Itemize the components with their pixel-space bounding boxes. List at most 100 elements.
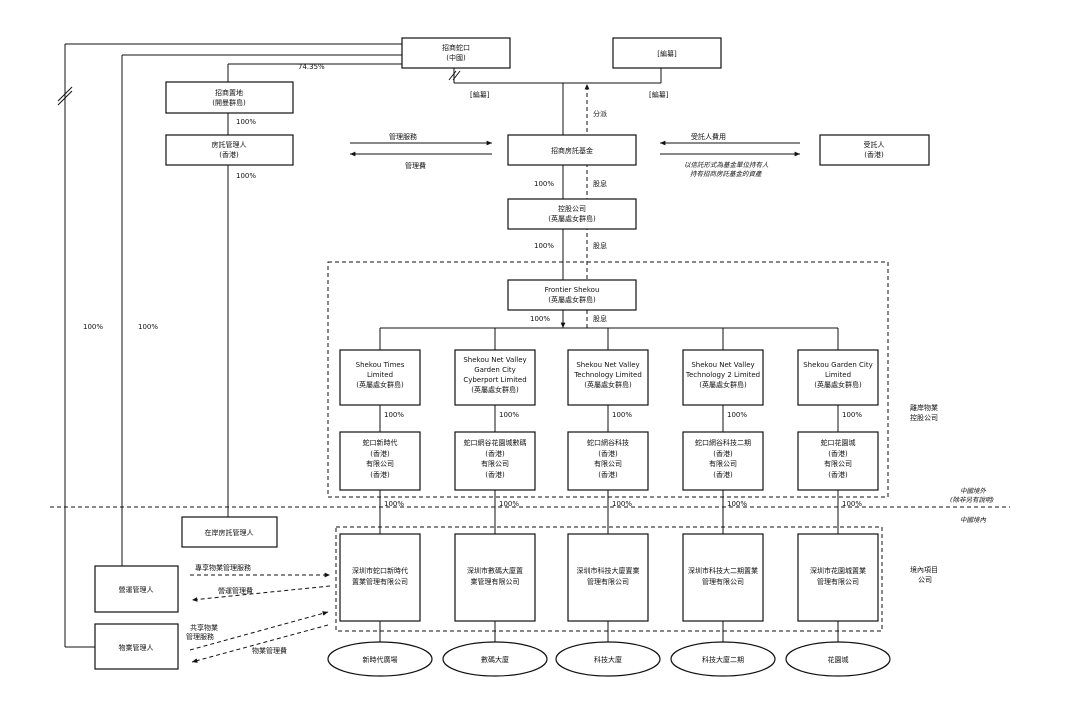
property-2-label: 數碼大廈 bbox=[481, 655, 509, 664]
bvi-4-line-2: Technology 2 Limited bbox=[685, 371, 760, 379]
hk-5-line-1: 蛇口花園城 bbox=[821, 438, 856, 447]
trustee-line-2: (香港) bbox=[864, 150, 884, 159]
hk-4-line-1: 蛇口網谷科技二期 bbox=[695, 438, 751, 447]
box-cm-land: 招商置地 (開曼群島) bbox=[165, 81, 294, 114]
hk-4-line-3: 有限公司 bbox=[709, 459, 737, 468]
pct-land-manager: 100% bbox=[236, 118, 256, 126]
hk-4-line-2: (香港) bbox=[713, 449, 733, 458]
frontier-line-2: (英屬處女群島) bbox=[548, 295, 596, 304]
bvi-2-line-2: Garden City bbox=[474, 366, 516, 374]
flow-arrows bbox=[189, 140, 800, 663]
box-hk-1: 蛇口新時代 (香港) 有限公司 (香港) bbox=[339, 431, 421, 491]
box-bvi-4: Shekou Net Valley Technology 2 Limited (… bbox=[682, 349, 764, 406]
property-5: 花園城 bbox=[785, 641, 891, 677]
box-holdco: 控股公司 (英屬處女群島) bbox=[507, 198, 637, 230]
prc-5-line-2: 管理有限公司 bbox=[817, 577, 859, 586]
bvi-3-line-2: Technology Limited bbox=[573, 371, 642, 379]
box-bvi-5: Shekou Garden City Limited (英屬處女群島) bbox=[797, 349, 879, 406]
prc-4-line-2: 管理有限公司 bbox=[702, 577, 744, 586]
prc-1-line-1: 深圳市蛇口新時代 bbox=[352, 566, 408, 575]
prc-3-line-1: 深圳市科技大廈置業 bbox=[577, 566, 640, 575]
trust-capacity-line-2: 持有招商房託基金的資產 bbox=[690, 170, 763, 178]
box-property-manager: 物業管理人 bbox=[94, 623, 179, 670]
box-trustee: 受託人 (香港) bbox=[819, 134, 930, 166]
box-bvi-1: Shekou Times Limited (英屬處女群島) bbox=[339, 349, 421, 406]
box-reit-manager: 房託管理人 (香港) bbox=[165, 134, 294, 166]
bvi-3-line-1: Shekou Net Valley bbox=[576, 361, 639, 369]
bvi-3-line-3: (英屬處女群島) bbox=[584, 380, 632, 389]
hk-3-line-1: 蛇口網谷科技 bbox=[587, 438, 629, 447]
onshore-project-zone bbox=[335, 526, 883, 632]
redacted-top-line-1: [編纂] bbox=[657, 49, 677, 58]
box-hk-5: 蛇口花園城 (香港) 有限公司 (香港) bbox=[797, 431, 879, 491]
box-bvi-3: Shekou Net Valley Technology Limited (英屬… bbox=[567, 349, 649, 406]
box-hk-4: 蛇口網谷科技二期 (香港) 有限公司 (香港) bbox=[682, 431, 764, 491]
outside-prc-note: (除非另有說明) bbox=[950, 496, 994, 504]
mgmt-fee-label: 管理費 bbox=[405, 161, 426, 170]
property-1: 新時代廣場 bbox=[327, 641, 433, 677]
hk-3-line-4: (香港) bbox=[598, 470, 618, 479]
bvi-5-line-2: Limited bbox=[825, 371, 851, 379]
onshore-manager-line-1: 在岸房託管理人 bbox=[205, 528, 254, 537]
box-prc-1: 深圳市蛇口新時代 置業管理有限公司 bbox=[339, 533, 421, 622]
property-2: 數碼大廈 bbox=[442, 641, 548, 677]
onshore-zone-label-2: 公司 bbox=[918, 576, 932, 584]
box-hk-3: 蛇口網谷科技 (香港) 有限公司 (香港) bbox=[567, 431, 649, 491]
property-4-label: 科技大廈二期 bbox=[702, 655, 744, 664]
box-frontier: Frontier Shekou (英屬處女群島) bbox=[507, 279, 637, 311]
dividend-label-2: 股息 bbox=[593, 241, 607, 250]
offshore-zone-label-2: 控股公司 bbox=[910, 413, 938, 422]
frontier-line-1: Frontier Shekou bbox=[545, 286, 600, 294]
property-manager-line-1: 物業管理人 bbox=[119, 643, 154, 652]
hk-2-line-3: 有限公司 bbox=[481, 459, 509, 468]
dividend-label-3: 股息 bbox=[593, 314, 607, 323]
pct-left-outer: 100% bbox=[83, 323, 103, 331]
shared-services-line-1: 共享物業 bbox=[190, 623, 218, 632]
bvi-2-line-4: (英屬處女群島) bbox=[471, 385, 519, 394]
hk-5-line-2: (香港) bbox=[828, 449, 848, 458]
prc-2-line-2: 業管理有限公司 bbox=[471, 577, 520, 586]
pct-left-inner: 100% bbox=[138, 323, 158, 331]
hk-1-line-3: 有限公司 bbox=[366, 459, 394, 468]
hk-2-line-1: 蛇口網谷花園城數碼 bbox=[464, 438, 527, 447]
cm-land-line-2: (開曼群島) bbox=[212, 98, 246, 107]
box-cmsk: 招商蛇口 (中國) bbox=[401, 37, 511, 69]
pct-hk-prc-3: 100% bbox=[612, 500, 632, 508]
cmsk-line-2: (中國) bbox=[446, 53, 466, 62]
pct-bvi-hk-5: 100% bbox=[842, 411, 862, 419]
edge-labels: 74.35% [編纂] [編纂] 分派 100% 100% 管理服務 管理費 受… bbox=[83, 63, 994, 655]
bvi-4-line-3: (英屬處女群島) bbox=[699, 380, 747, 389]
onshore-zone-label-1: 境內項目 bbox=[910, 565, 938, 574]
bvi-1-line-3: (英屬處女群島) bbox=[356, 380, 404, 389]
holdco-line-2: (英屬處女群島) bbox=[548, 214, 596, 223]
bvi-5-line-1: Shekou Garden City bbox=[803, 361, 873, 369]
bvi-2-line-1: Shekou Net Valley bbox=[463, 356, 526, 364]
inside-prc-label: 中國境內 bbox=[960, 516, 987, 524]
prc-5-line-1: 深圳市花園城置業 bbox=[810, 566, 866, 575]
pct-reit-holdco: 100% bbox=[534, 180, 554, 188]
operations-manager-line-1: 營運管理人 bbox=[119, 585, 154, 594]
holdco-line-1: 控股公司 bbox=[558, 204, 586, 213]
box-prc-2: 深圳市數碼大廈置 業管理有限公司 bbox=[454, 533, 536, 622]
box-bvi-2: Shekou Net Valley Garden City Cyberport … bbox=[454, 349, 536, 406]
hk-1-line-1: 蛇口新時代 bbox=[363, 438, 398, 447]
pct-74-label: 74.35% bbox=[298, 63, 325, 71]
bvi-4-line-1: Shekou Net Valley bbox=[691, 361, 754, 369]
bvi-2-line-3: Cyberport Limited bbox=[463, 376, 526, 384]
property-3: 科技大廈 bbox=[555, 641, 661, 677]
pct-hk-prc-5: 100% bbox=[842, 500, 862, 508]
shared-services-line-2: 管理服務 bbox=[186, 632, 214, 641]
offshore-zone-label-1: 離岸物業 bbox=[910, 403, 938, 412]
box-onshore-manager: 在岸房託管理人 bbox=[181, 516, 278, 548]
hk-2-line-2: (香港) bbox=[485, 449, 505, 458]
property-5-label: 花園城 bbox=[828, 655, 849, 664]
pct-bvi-hk-1: 100% bbox=[384, 411, 404, 419]
offshore-holding-zone bbox=[327, 261, 889, 498]
prc-4-line-1: 深圳市科技大二期置業 bbox=[688, 566, 758, 575]
pct-hk-prc-4: 100% bbox=[727, 500, 747, 508]
bvi-5-line-3: (英屬處女群島) bbox=[814, 380, 862, 389]
exclusive-services-label: 專享物業管理服務 bbox=[195, 563, 251, 572]
prc-3-line-2: 管理有限公司 bbox=[587, 577, 629, 586]
pct-bvi-hk-4: 100% bbox=[727, 411, 747, 419]
